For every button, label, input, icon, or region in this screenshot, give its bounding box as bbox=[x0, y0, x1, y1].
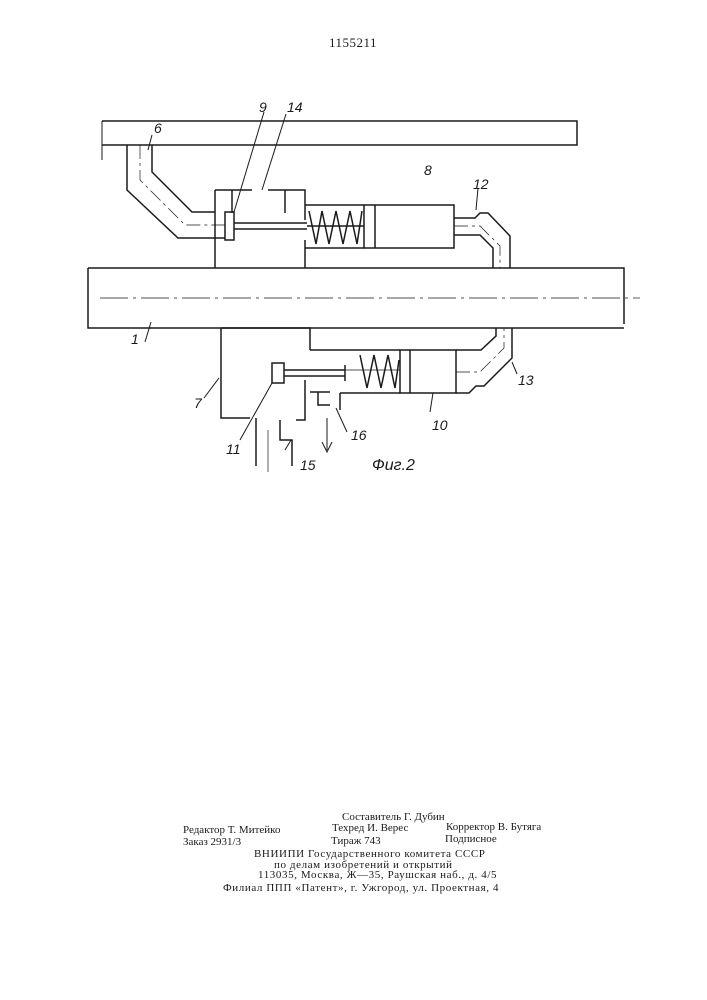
address: 113035, Москва, Ж—35, Раушская наб., д. … bbox=[258, 869, 497, 881]
cylinder-10 bbox=[310, 350, 456, 393]
valve-9 bbox=[225, 212, 307, 240]
techred: Техред И. Верес bbox=[332, 822, 408, 834]
label-11: 11 bbox=[226, 441, 241, 457]
order: Заказ 2931/3 bbox=[183, 836, 241, 848]
branch: Филиал ППП «Патент», г. Ужгород, ул. Про… bbox=[223, 882, 499, 894]
subscription: Подписное bbox=[445, 833, 497, 845]
corrector: Корректор В. Бутяга bbox=[446, 821, 541, 833]
editor: Редактор Т. Митейко bbox=[183, 824, 280, 836]
main-shaft bbox=[88, 268, 640, 328]
housing-plate bbox=[102, 121, 577, 160]
channel-6 bbox=[127, 145, 225, 238]
label-12: 12 bbox=[473, 176, 489, 192]
figure-caption: Фиг.2 bbox=[372, 457, 415, 474]
label-16: 16 bbox=[351, 427, 367, 443]
technical-drawing: 6 9 14 8 12 1 7 11 15 16 10 13 Фиг.2 bbox=[0, 0, 707, 520]
label-7: 7 bbox=[194, 395, 203, 411]
label-10: 10 bbox=[432, 417, 448, 433]
label-15: 15 bbox=[300, 457, 316, 473]
label-1: 1 bbox=[131, 331, 139, 347]
label-14: 14 bbox=[287, 99, 303, 115]
circulation: Тираж 743 bbox=[331, 835, 381, 847]
label-13: 13 bbox=[518, 372, 534, 388]
label-8: 8 bbox=[424, 162, 432, 178]
cylinder-8 bbox=[305, 205, 454, 248]
channel-13 bbox=[456, 328, 512, 393]
channel-12 bbox=[454, 213, 510, 268]
label-9: 9 bbox=[259, 99, 267, 115]
drain-16 bbox=[318, 392, 340, 452]
label-6: 6 bbox=[154, 120, 162, 136]
valve-11 bbox=[272, 363, 345, 383]
